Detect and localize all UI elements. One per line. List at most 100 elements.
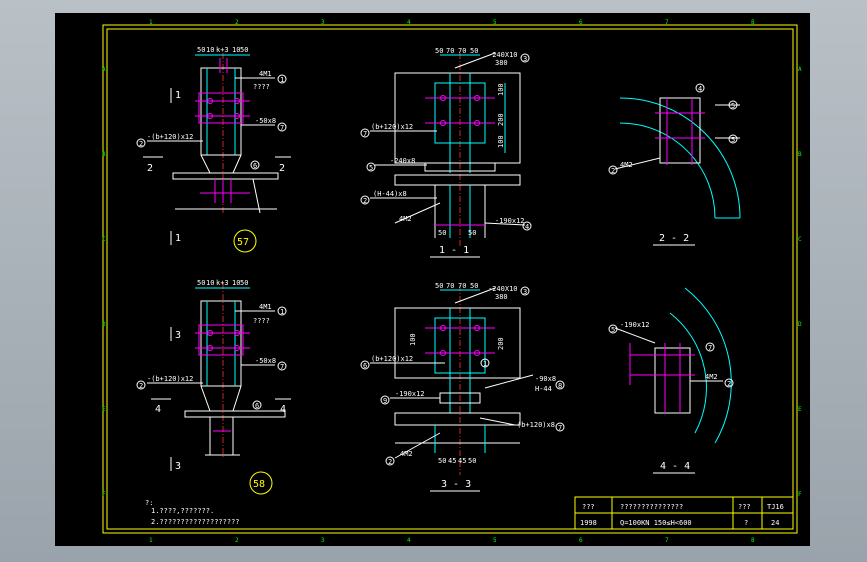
detail-58[interactable]: 50 10 k+3 10 50 4M1 ???? 1 -50x8 7 -(b+1… xyxy=(136,279,291,495)
svg-text:6: 6 xyxy=(253,162,257,170)
svg-text:k+3: k+3 xyxy=(216,279,229,287)
svg-text:(H-44)x8: (H-44)x8 xyxy=(373,190,407,198)
section-3-3[interactable]: 50 70 70 50 -240X10 380 3 100 200 (b+120… xyxy=(360,282,565,492)
svg-text:8: 8 xyxy=(558,382,562,390)
section-2-2[interactable]: 4 5 5 4M2 2 2 - 2 xyxy=(608,83,741,246)
svg-text:10: 10 xyxy=(206,279,214,287)
svg-text:50: 50 xyxy=(468,457,476,465)
svg-text:50: 50 xyxy=(435,47,443,55)
svg-text:1 - 1: 1 - 1 xyxy=(439,245,469,256)
svg-text:8: 8 xyxy=(751,19,755,26)
svg-text:7: 7 xyxy=(665,537,669,544)
svg-text:H-44: H-44 xyxy=(535,385,552,393)
section-4-4[interactable]: -190x12 5 7 4M2 2 4 - 4 xyxy=(608,287,734,474)
svg-text:-50x8: -50x8 xyxy=(255,117,276,125)
drawing-canvas[interactable]: .y{stroke:#ffff00;fill:none;stroke-width… xyxy=(55,13,810,546)
svg-text:1: 1 xyxy=(483,360,487,368)
title-block[interactable]: ??? 1998 ??????????????? Q=100KN 150≤H<6… xyxy=(574,496,794,530)
svg-text:3: 3 xyxy=(175,461,181,472)
svg-text:2: 2 xyxy=(727,380,731,388)
svg-text:2: 2 xyxy=(363,197,367,205)
svg-text:4M1: 4M1 xyxy=(259,303,272,311)
notes: ?: 1.????,???????. 2.??????????????????? xyxy=(145,499,240,526)
svg-text:-90x8: -90x8 xyxy=(535,375,556,383)
svg-text:9: 9 xyxy=(383,397,387,405)
svg-text:50: 50 xyxy=(470,282,478,290)
svg-text:6: 6 xyxy=(363,362,367,370)
svg-text:D: D xyxy=(102,321,106,328)
drawing-sheet[interactable]: .y{stroke:#ffff00;fill:none;stroke-width… xyxy=(55,13,810,546)
svg-text:50: 50 xyxy=(470,47,478,55)
svg-text:???: ??? xyxy=(738,503,751,511)
svg-text:100: 100 xyxy=(409,333,417,346)
svg-text:2: 2 xyxy=(235,537,239,544)
svg-text:-(b+120)x12: -(b+120)x12 xyxy=(147,375,193,383)
svg-text:1998: 1998 xyxy=(580,519,597,527)
svg-text:4M2: 4M2 xyxy=(399,215,412,223)
inner-frame xyxy=(106,28,794,530)
svg-text:E: E xyxy=(102,406,106,413)
svg-text:4: 4 xyxy=(407,537,411,544)
svg-text:1: 1 xyxy=(175,90,181,101)
detail-57[interactable]: 50 10 k+3 10 50 4M1 ???? 1 -50x8 7 -(b+1… xyxy=(136,46,291,253)
svg-text:B: B xyxy=(102,151,106,158)
svg-text:????: ???? xyxy=(253,317,270,325)
svg-text:50: 50 xyxy=(468,229,476,237)
svg-text:???: ??? xyxy=(582,503,595,511)
svg-text:5: 5 xyxy=(731,136,735,144)
svg-text:???????????????: ??????????????? xyxy=(620,503,683,511)
svg-text:2: 2 xyxy=(388,458,392,466)
svg-text:2: 2 xyxy=(139,382,143,390)
svg-text:A: A xyxy=(102,66,106,73)
svg-text:7: 7 xyxy=(558,424,562,432)
svg-text:58: 58 xyxy=(253,479,265,490)
svg-text:5: 5 xyxy=(493,19,497,26)
svg-text:380: 380 xyxy=(495,293,508,301)
svg-text:4M1: 4M1 xyxy=(259,70,272,78)
svg-text:24: 24 xyxy=(771,519,779,527)
svg-text:TJ16: TJ16 xyxy=(767,503,784,511)
svg-text:1: 1 xyxy=(280,308,284,316)
svg-text:F: F xyxy=(102,491,106,498)
svg-text:50: 50 xyxy=(435,282,443,290)
svg-text:45: 45 xyxy=(458,457,466,465)
svg-text:B: B xyxy=(798,151,802,158)
svg-text:D: D xyxy=(798,321,802,328)
svg-text:5: 5 xyxy=(731,102,735,110)
svg-text:-240X10: -240X10 xyxy=(488,285,518,293)
svg-text:70: 70 xyxy=(458,282,466,290)
svg-text:1: 1 xyxy=(149,537,153,544)
svg-text:-190x12: -190x12 xyxy=(395,390,425,398)
svg-text:2: 2 xyxy=(279,163,285,174)
svg-text:?: ? xyxy=(744,519,748,527)
svg-text:50: 50 xyxy=(197,279,205,287)
svg-text:4: 4 xyxy=(698,85,702,93)
svg-text:4 - 4: 4 - 4 xyxy=(660,461,690,472)
svg-text:?:: ?: xyxy=(145,499,153,507)
svg-text:4: 4 xyxy=(280,404,286,415)
svg-text:2: 2 xyxy=(235,19,239,26)
svg-text:3: 3 xyxy=(321,19,325,26)
svg-text:7: 7 xyxy=(363,130,367,138)
svg-text:10: 10 xyxy=(232,279,240,287)
svg-text:45: 45 xyxy=(448,457,456,465)
svg-text:3: 3 xyxy=(523,55,527,63)
svg-text:4M2: 4M2 xyxy=(705,373,718,381)
svg-text:1: 1 xyxy=(175,233,181,244)
svg-text:7: 7 xyxy=(665,19,669,26)
svg-text:70: 70 xyxy=(446,282,454,290)
svg-text:50: 50 xyxy=(240,46,248,54)
svg-text:50: 50 xyxy=(438,229,446,237)
svg-text:4M2: 4M2 xyxy=(400,450,413,458)
svg-text:(b+120)x12: (b+120)x12 xyxy=(371,123,413,131)
svg-text:50: 50 xyxy=(240,279,248,287)
svg-text:100: 100 xyxy=(497,83,505,96)
svg-text:2 - 2: 2 - 2 xyxy=(659,233,689,244)
svg-text:1.????,???????.: 1.????,???????. xyxy=(151,507,214,515)
svg-text:70: 70 xyxy=(458,47,466,55)
svg-text:-190x12: -190x12 xyxy=(495,217,525,225)
section-1-1[interactable]: 50 70 70 50 -240X10 380 3 100 200 100 (b… xyxy=(360,47,532,258)
svg-text:8: 8 xyxy=(751,537,755,544)
svg-text:4: 4 xyxy=(525,223,529,231)
